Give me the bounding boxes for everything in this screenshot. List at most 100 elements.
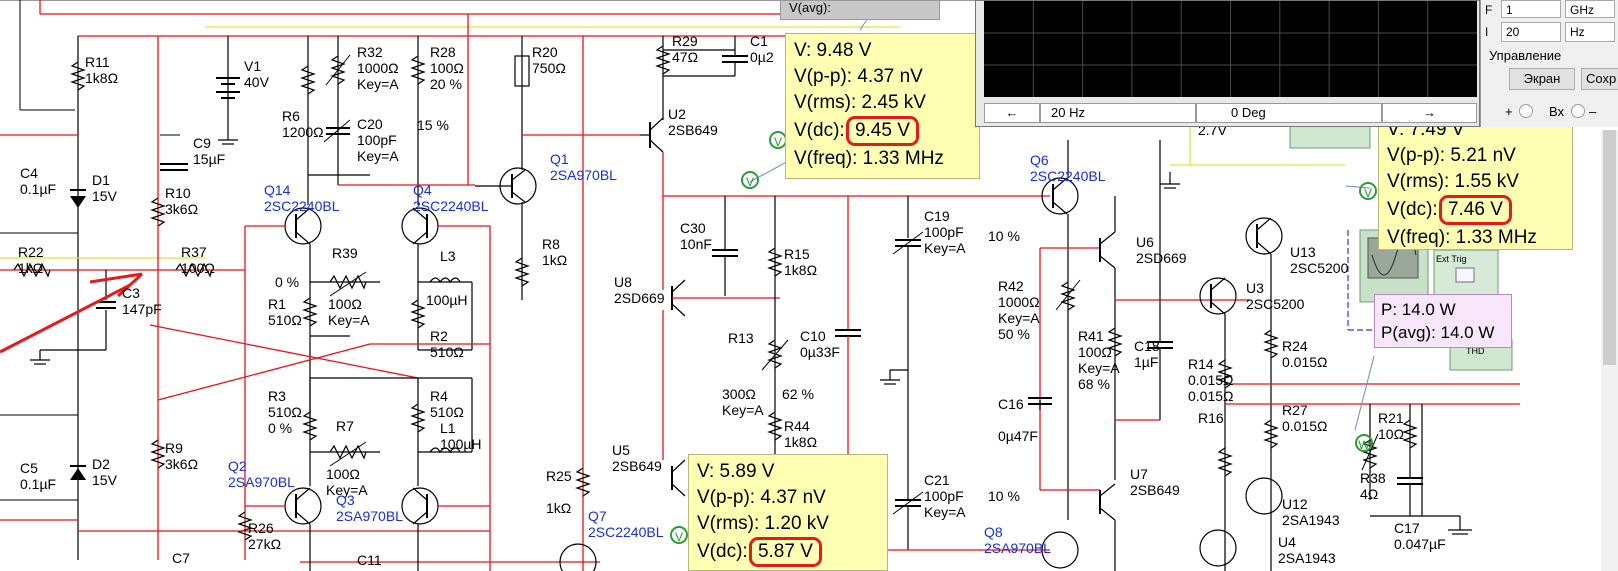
component-label-pct15[interactable]: 15 %	[417, 117, 449, 133]
probe-marker-3[interactable]: V	[1359, 182, 1377, 200]
component-label-pct10a[interactable]: 10 %	[988, 228, 1020, 244]
save-button[interactable]: Сохр	[1581, 68, 1618, 90]
oscilloscope-window[interactable]: ← 20 Hz 0 Deg →	[975, 0, 1480, 127]
component-label-pct0a[interactable]: 0 %	[275, 274, 299, 290]
component-label-r39[interactable]: R39	[332, 245, 358, 261]
probe-marker-1[interactable]: V	[741, 171, 759, 189]
screen-button[interactable]: Экран	[1509, 68, 1575, 90]
scrollbar-thumb[interactable]	[1603, 130, 1616, 365]
component-label-c11[interactable]: C11	[357, 552, 382, 568]
scope-screen[interactable]	[984, 1, 1477, 97]
power-probe[interactable]: P: 14.0 W P(avg): 14.0 W	[1374, 294, 1512, 348]
freq-input-2[interactable]: 20	[1501, 22, 1561, 42]
component-label-pct62[interactable]: 62 %	[782, 386, 814, 402]
component-label-r25[interactable]: R25 1kΩ	[546, 468, 572, 516]
component-label-r16[interactable]: R16	[1198, 410, 1224, 426]
scroll-right-button[interactable]: →	[1382, 103, 1477, 123]
vertical-scrollbar[interactable]	[1601, 130, 1618, 571]
freq-input-1[interactable]: 1	[1501, 0, 1561, 18]
component-label-c16[interactable]: C16 0µ47F	[998, 396, 1038, 444]
component-label-r7[interactable]: R7	[336, 418, 354, 434]
component-label-thd[interactable]: THD	[1466, 346, 1485, 356]
plus-radio[interactable]	[1519, 104, 1533, 118]
component-label-c7[interactable]: C7	[172, 550, 190, 566]
component-label-extrig[interactable]: Ext Trig	[1436, 254, 1467, 264]
freq-unit-1[interactable]: GHz	[1565, 0, 1615, 18]
bx-radio[interactable]	[1571, 104, 1585, 118]
component-label-pct10b[interactable]: 10 %	[988, 488, 1020, 504]
component-label-l3v[interactable]: 100µH	[426, 292, 468, 308]
component-label-r13[interactable]: R13	[728, 330, 754, 346]
component-label-l3[interactable]: L3	[440, 248, 456, 264]
probe-marker-4[interactable]: V	[670, 526, 688, 544]
wattmeter-marker[interactable]: W	[1355, 434, 1373, 452]
scroll-left-button[interactable]: ←	[984, 103, 1040, 123]
freq-unit-2[interactable]: Hz	[1565, 22, 1615, 42]
